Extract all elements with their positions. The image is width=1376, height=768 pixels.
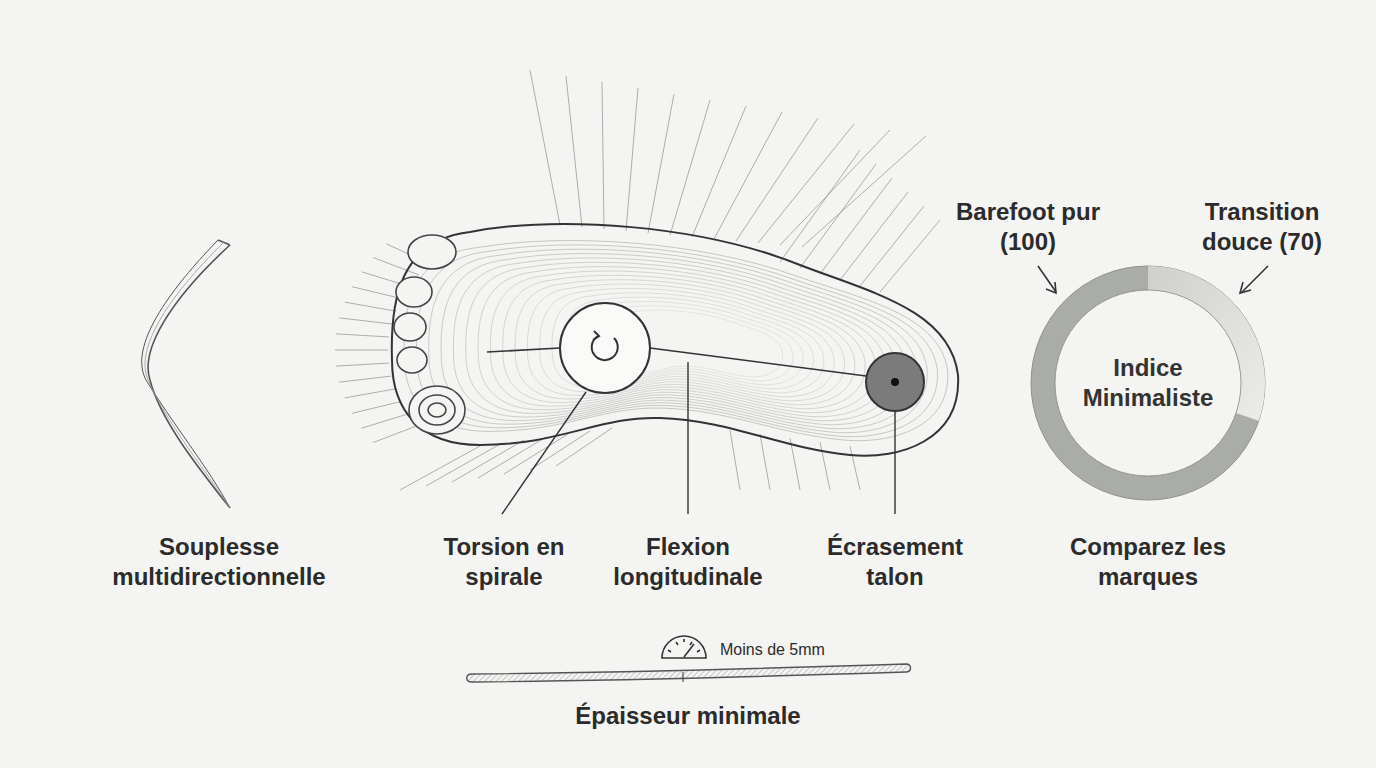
force-ray xyxy=(335,350,388,351)
leader-line xyxy=(894,411,895,514)
force-ray xyxy=(860,206,924,286)
force-ray xyxy=(730,430,740,490)
force-ray xyxy=(800,164,876,268)
heel-circle xyxy=(866,353,924,411)
sole-contour xyxy=(466,262,896,420)
sole-contours xyxy=(404,241,948,441)
force-ray xyxy=(602,82,604,229)
sole-contour xyxy=(478,267,886,417)
part-label: Transition douce (70) xyxy=(1187,197,1337,257)
force-ray xyxy=(345,302,396,311)
leader-line xyxy=(687,362,688,514)
force-ray xyxy=(530,70,560,225)
force-ray xyxy=(880,220,940,292)
force-ray xyxy=(352,287,402,299)
sole-contour xyxy=(515,280,855,405)
sole-contour xyxy=(453,258,906,425)
force-ray xyxy=(736,118,818,241)
index-title: Indice Minimaliste xyxy=(1067,353,1229,413)
foot-outline xyxy=(392,224,958,456)
force-ray xyxy=(670,100,710,235)
gauge-icon xyxy=(662,636,706,658)
force-ray xyxy=(339,376,391,382)
force-ray xyxy=(362,413,410,428)
force-ray xyxy=(426,443,502,486)
part-label: Épaisseur minimale xyxy=(558,701,818,731)
axis-line xyxy=(650,348,866,376)
sole-contour xyxy=(490,271,875,413)
force-ray xyxy=(400,446,480,490)
force-ray xyxy=(339,318,391,324)
sole-contour xyxy=(503,275,866,408)
flex-strip xyxy=(142,240,230,508)
force-ray xyxy=(373,425,419,443)
force-ray xyxy=(530,431,590,470)
leader-line xyxy=(502,392,586,514)
dimension-note: Moins de 5mm xyxy=(720,640,825,660)
torsion-circle xyxy=(560,303,650,393)
force-ray xyxy=(692,106,746,237)
force-ray xyxy=(336,363,389,366)
axis-line xyxy=(487,348,560,352)
force-ray xyxy=(840,192,908,280)
heel-dot xyxy=(891,378,899,386)
sole-contour xyxy=(404,241,948,441)
part-label: Torsion en spirale xyxy=(439,532,569,592)
force-ray xyxy=(714,112,782,239)
ring-shape xyxy=(1030,265,1266,501)
spiral-icon xyxy=(592,336,618,360)
toes xyxy=(394,235,465,434)
index-ring: Indice Minimaliste xyxy=(1030,265,1266,501)
force-ray xyxy=(802,136,926,247)
part-label: Souplesse multidirectionnelle xyxy=(89,532,349,592)
force-ray xyxy=(345,389,396,398)
force-ray xyxy=(780,130,890,245)
force-ray xyxy=(352,401,402,413)
spiral-arrow xyxy=(593,331,599,340)
force-ray xyxy=(760,434,770,490)
sole-contour xyxy=(441,254,917,429)
sole-contour xyxy=(527,284,844,401)
ring-center xyxy=(1055,290,1241,476)
force-ray xyxy=(626,88,638,231)
ring-band xyxy=(1031,266,1265,500)
force-ray xyxy=(648,94,674,233)
sole-contour xyxy=(540,288,835,396)
force-ray xyxy=(820,442,830,490)
part-label: Écrasement talon xyxy=(815,532,975,592)
force-ray xyxy=(780,150,860,262)
sole-contour xyxy=(429,249,927,432)
thickness-strip xyxy=(467,664,911,682)
force-rays xyxy=(335,70,940,490)
part-label: Barefoot pur (100) xyxy=(953,197,1103,257)
force-ray xyxy=(850,446,860,490)
part-label: Flexion longitudinale xyxy=(603,532,773,592)
force-ray xyxy=(566,76,582,227)
sole-contour xyxy=(416,245,937,437)
force-ray xyxy=(336,334,389,337)
force-ray xyxy=(452,440,524,482)
part-label: Comparez les marques xyxy=(1063,532,1233,592)
